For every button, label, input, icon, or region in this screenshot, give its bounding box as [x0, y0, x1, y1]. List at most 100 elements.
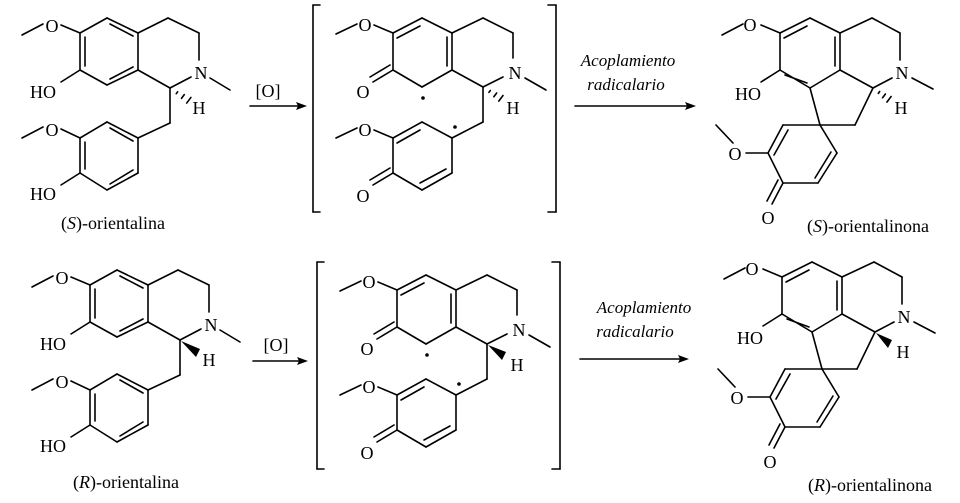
bond — [396, 25, 421, 39]
bond — [137, 17, 169, 34]
bond — [819, 124, 838, 154]
oxidation-arrow — [249, 102, 307, 110]
bond — [425, 326, 457, 345]
bond — [425, 429, 457, 448]
bond — [106, 121, 139, 139]
carbonyl-oxygen: O — [762, 208, 775, 228]
bond — [373, 424, 395, 438]
bond — [486, 333, 508, 345]
bond — [762, 313, 783, 327]
methoxy-oxygen: O — [746, 259, 759, 279]
nitrogen-label: N — [898, 307, 911, 327]
bond — [377, 386, 398, 396]
methoxy-oxygen: O — [56, 268, 69, 288]
hydroxyl-label: HO — [737, 328, 763, 348]
bond — [872, 77, 893, 89]
bond — [60, 69, 81, 83]
carbonyl-oxygen: O — [357, 186, 370, 206]
bond — [335, 23, 358, 35]
coupling-label-line2: radicalario — [587, 75, 664, 94]
bond — [70, 321, 91, 335]
solid-wedge-bond — [488, 345, 506, 360]
bond — [766, 179, 779, 202]
bond — [21, 23, 44, 36]
bond — [809, 69, 841, 89]
bond — [723, 267, 746, 280]
hashed-wedge-bond — [877, 90, 892, 103]
bond — [421, 69, 453, 88]
bond — [423, 425, 451, 441]
bond — [781, 261, 813, 278]
bond — [89, 373, 118, 391]
methoxy-oxygen: O — [46, 16, 59, 36]
bond — [841, 313, 876, 333]
solid-wedge-bond — [181, 341, 200, 357]
solid-wedge-bond — [876, 333, 892, 348]
bond — [109, 23, 134, 37]
bond — [871, 17, 901, 34]
bond — [455, 378, 488, 396]
bond — [169, 76, 192, 89]
bond — [783, 25, 808, 39]
bond — [524, 77, 547, 91]
hydrogen-label: H — [507, 98, 520, 118]
bond — [874, 321, 895, 333]
bond — [854, 87, 874, 126]
bond — [809, 17, 841, 34]
bond — [376, 326, 398, 340]
bond — [167, 17, 200, 34]
bond — [372, 172, 394, 186]
bond — [771, 182, 784, 205]
bond — [419, 168, 447, 184]
carbonyl-oxygen: O — [361, 443, 374, 463]
bond — [760, 24, 781, 34]
methoxy-oxygen: O — [46, 120, 59, 140]
bond — [816, 395, 834, 423]
bond — [811, 313, 843, 333]
oxidation-reagent-label: [O] — [264, 335, 289, 355]
bond — [482, 76, 504, 88]
bond — [70, 380, 91, 391]
coupling-label-line2: radicalario — [596, 322, 673, 341]
bond — [147, 321, 181, 341]
bond — [455, 274, 488, 291]
nitrogen-label: N — [195, 63, 208, 83]
bond — [60, 24, 81, 34]
bond — [376, 429, 398, 443]
methoxy-oxygen: O — [363, 272, 376, 292]
bond — [486, 274, 518, 291]
bond — [773, 129, 789, 156]
bond — [768, 423, 781, 446]
bond — [116, 424, 149, 443]
hydroxyl-label: HO — [30, 82, 56, 102]
bond — [179, 328, 202, 341]
hydrogen-label: H — [897, 342, 910, 362]
radical-dot — [457, 382, 461, 386]
hydrogen-label: H — [193, 98, 206, 118]
nitrogen-label: N — [896, 63, 909, 83]
bond — [339, 280, 362, 292]
bond — [451, 121, 484, 139]
oxidation-reagent-label: [O] — [256, 81, 281, 101]
bond — [421, 172, 453, 191]
methoxy-oxygen: O — [56, 372, 69, 392]
bond — [335, 127, 358, 139]
bond — [373, 24, 394, 34]
bond — [396, 274, 427, 291]
bond — [767, 124, 784, 154]
bond — [137, 122, 171, 139]
r-orientalinona-label: (R)-orientalinona — [808, 475, 932, 496]
hydrogen-label: H — [511, 355, 524, 375]
bond — [137, 69, 171, 89]
bond — [392, 17, 423, 34]
bond — [31, 378, 54, 391]
bond — [60, 172, 81, 186]
carbonyl-oxygen: O — [764, 452, 777, 472]
hydroxyl-label: HO — [40, 436, 66, 456]
bond — [79, 172, 108, 191]
r-orientalina-label: (R)-orientalina — [73, 472, 179, 493]
